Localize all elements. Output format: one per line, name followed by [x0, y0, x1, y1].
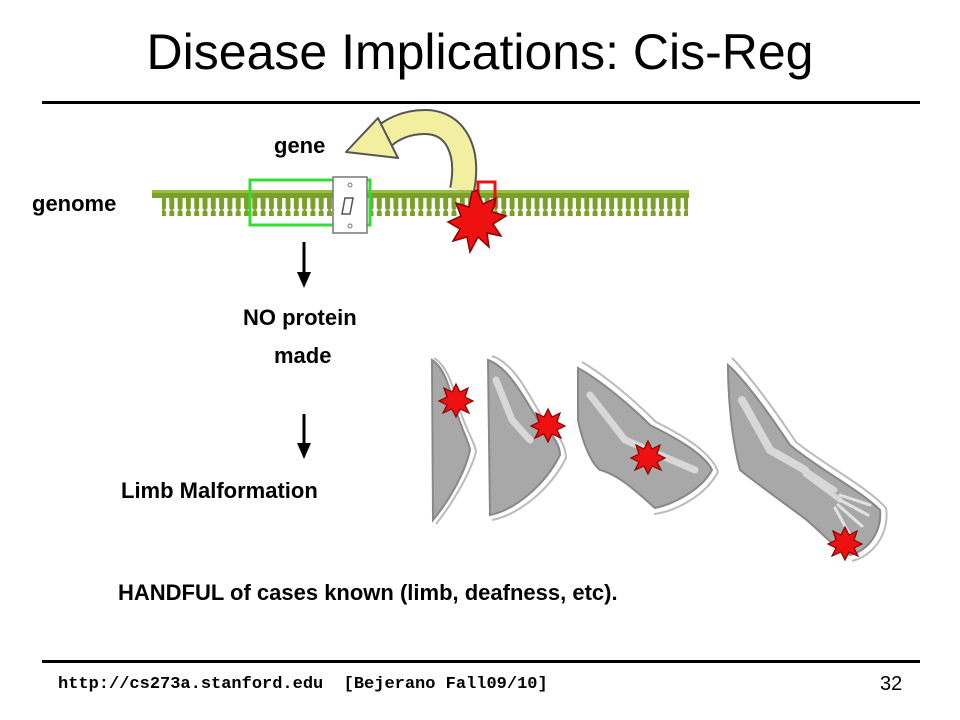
limb-stage-1	[430, 357, 478, 525]
limb-stage-2	[486, 355, 568, 521]
handful-cases-text: HANDFUL of cases known (limb, deafness, …	[118, 580, 618, 605]
gene-box	[248, 178, 372, 227]
genome-strand	[152, 190, 689, 216]
made-label: made	[274, 343, 332, 368]
red-burst-icon	[529, 407, 567, 444]
title-rule	[42, 101, 920, 104]
light-switch-icon	[332, 176, 368, 234]
red-burst-icon	[446, 189, 508, 255]
red-burst-icon	[437, 382, 475, 419]
limb-malformation-label: Limb Malformation	[121, 478, 318, 503]
red-burst-icon	[629, 439, 667, 476]
footer-rule	[42, 660, 920, 663]
red-burst-icon	[826, 525, 864, 562]
no-protein-label: NO protein	[243, 305, 357, 330]
limb-stage-4	[726, 357, 888, 562]
page-number: 32	[880, 673, 903, 695]
down-arrow-icon	[297, 242, 311, 288]
down-arrow-icon	[297, 414, 311, 459]
limb-stage-3	[577, 361, 720, 515]
curved-arrow-icon	[345, 108, 478, 193]
footer-url: http://cs273a.stanford.edu [Bejerano Fal…	[58, 675, 548, 694]
genome-label: genome	[32, 191, 117, 216]
gene-label: gene	[274, 133, 326, 158]
slide-title: Disease Implications: Cis-Reg	[146, 24, 814, 80]
